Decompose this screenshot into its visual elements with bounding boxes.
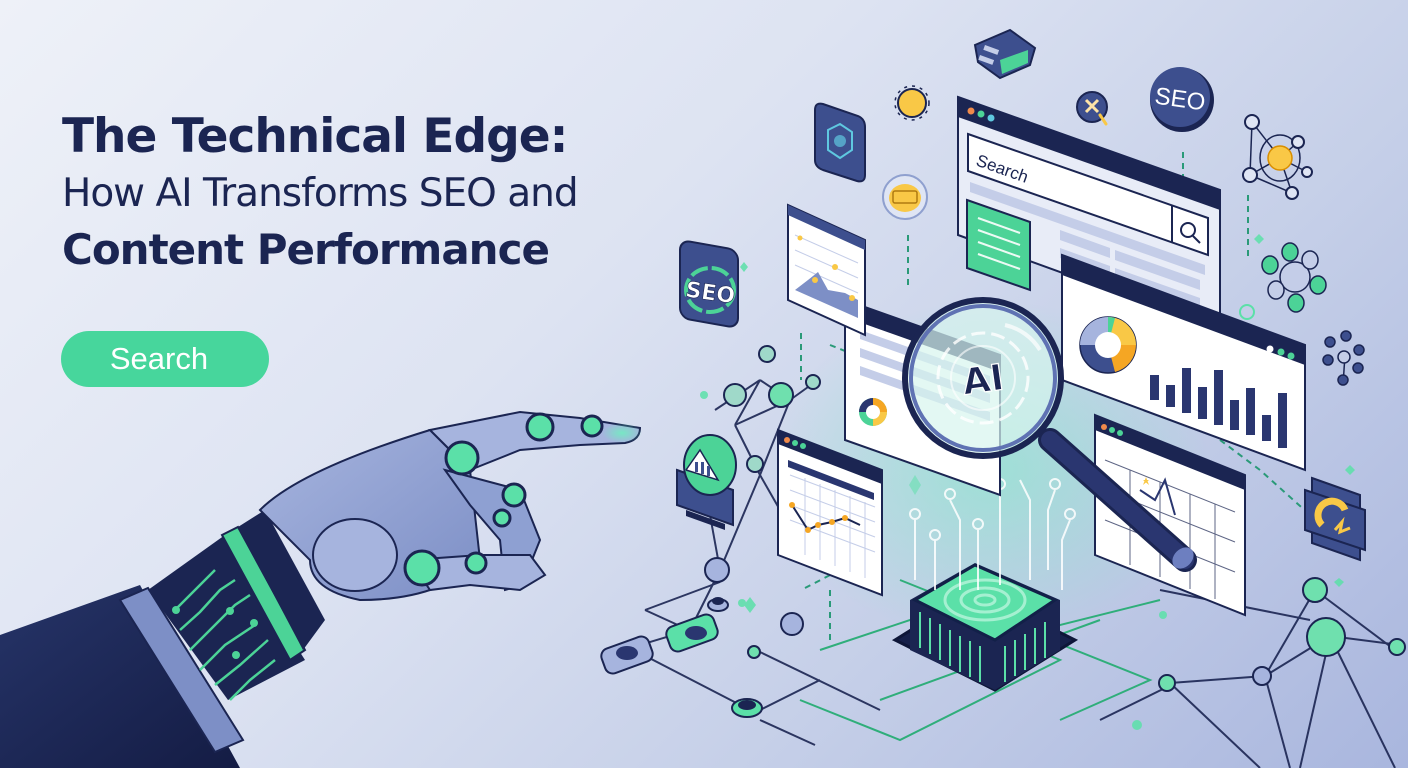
bar-chart-icon (1150, 368, 1287, 448)
donut-chart-icon (1079, 316, 1137, 374)
flower-molecule-icon (1239, 242, 1327, 320)
search-icon (1180, 222, 1196, 238)
search-button-label: Search (109, 341, 209, 376)
small-molecule-icon (1322, 330, 1365, 386)
bar-chart-window (1061, 253, 1306, 472)
file-cabinet-icon (973, 28, 1037, 80)
hero-heading: The Technical Edge: How AI Transforms SE… (62, 108, 579, 278)
magnifying-glass-icon (902, 297, 1197, 572)
area-chart-card (787, 203, 866, 337)
network-hexagon-icon (814, 102, 866, 183)
circuit-traces (909, 478, 1076, 590)
mail-chart-icon (676, 434, 737, 530)
title-line-1: The Technical Edge: (62, 109, 568, 164)
network-blocks (600, 597, 763, 718)
title-line-2: How AI Transforms SEO and (62, 171, 579, 216)
network-nodes (704, 345, 1406, 692)
sun-gear-icon (894, 85, 930, 121)
title-line-3: Content Performance (62, 225, 550, 274)
small-donut-icon (859, 398, 887, 426)
grid-chart-window (1094, 413, 1246, 617)
molecule-network-icon (1242, 114, 1313, 200)
compass-icon (1076, 91, 1108, 126)
refresh-bolt-icon (1304, 476, 1366, 562)
search-browser-window (957, 95, 1221, 332)
search-button[interactable]: Search (61, 331, 269, 387)
ai-chip-icon (891, 563, 1079, 692)
counter-badge-icon (882, 174, 928, 220)
magnifier-ai-label: AI (960, 357, 1007, 403)
seo-square-badge-icon (679, 240, 739, 328)
seo-circle-badge-icon (1150, 67, 1214, 132)
robot-hand-icon (0, 410, 642, 768)
line-chart-window (777, 428, 883, 597)
